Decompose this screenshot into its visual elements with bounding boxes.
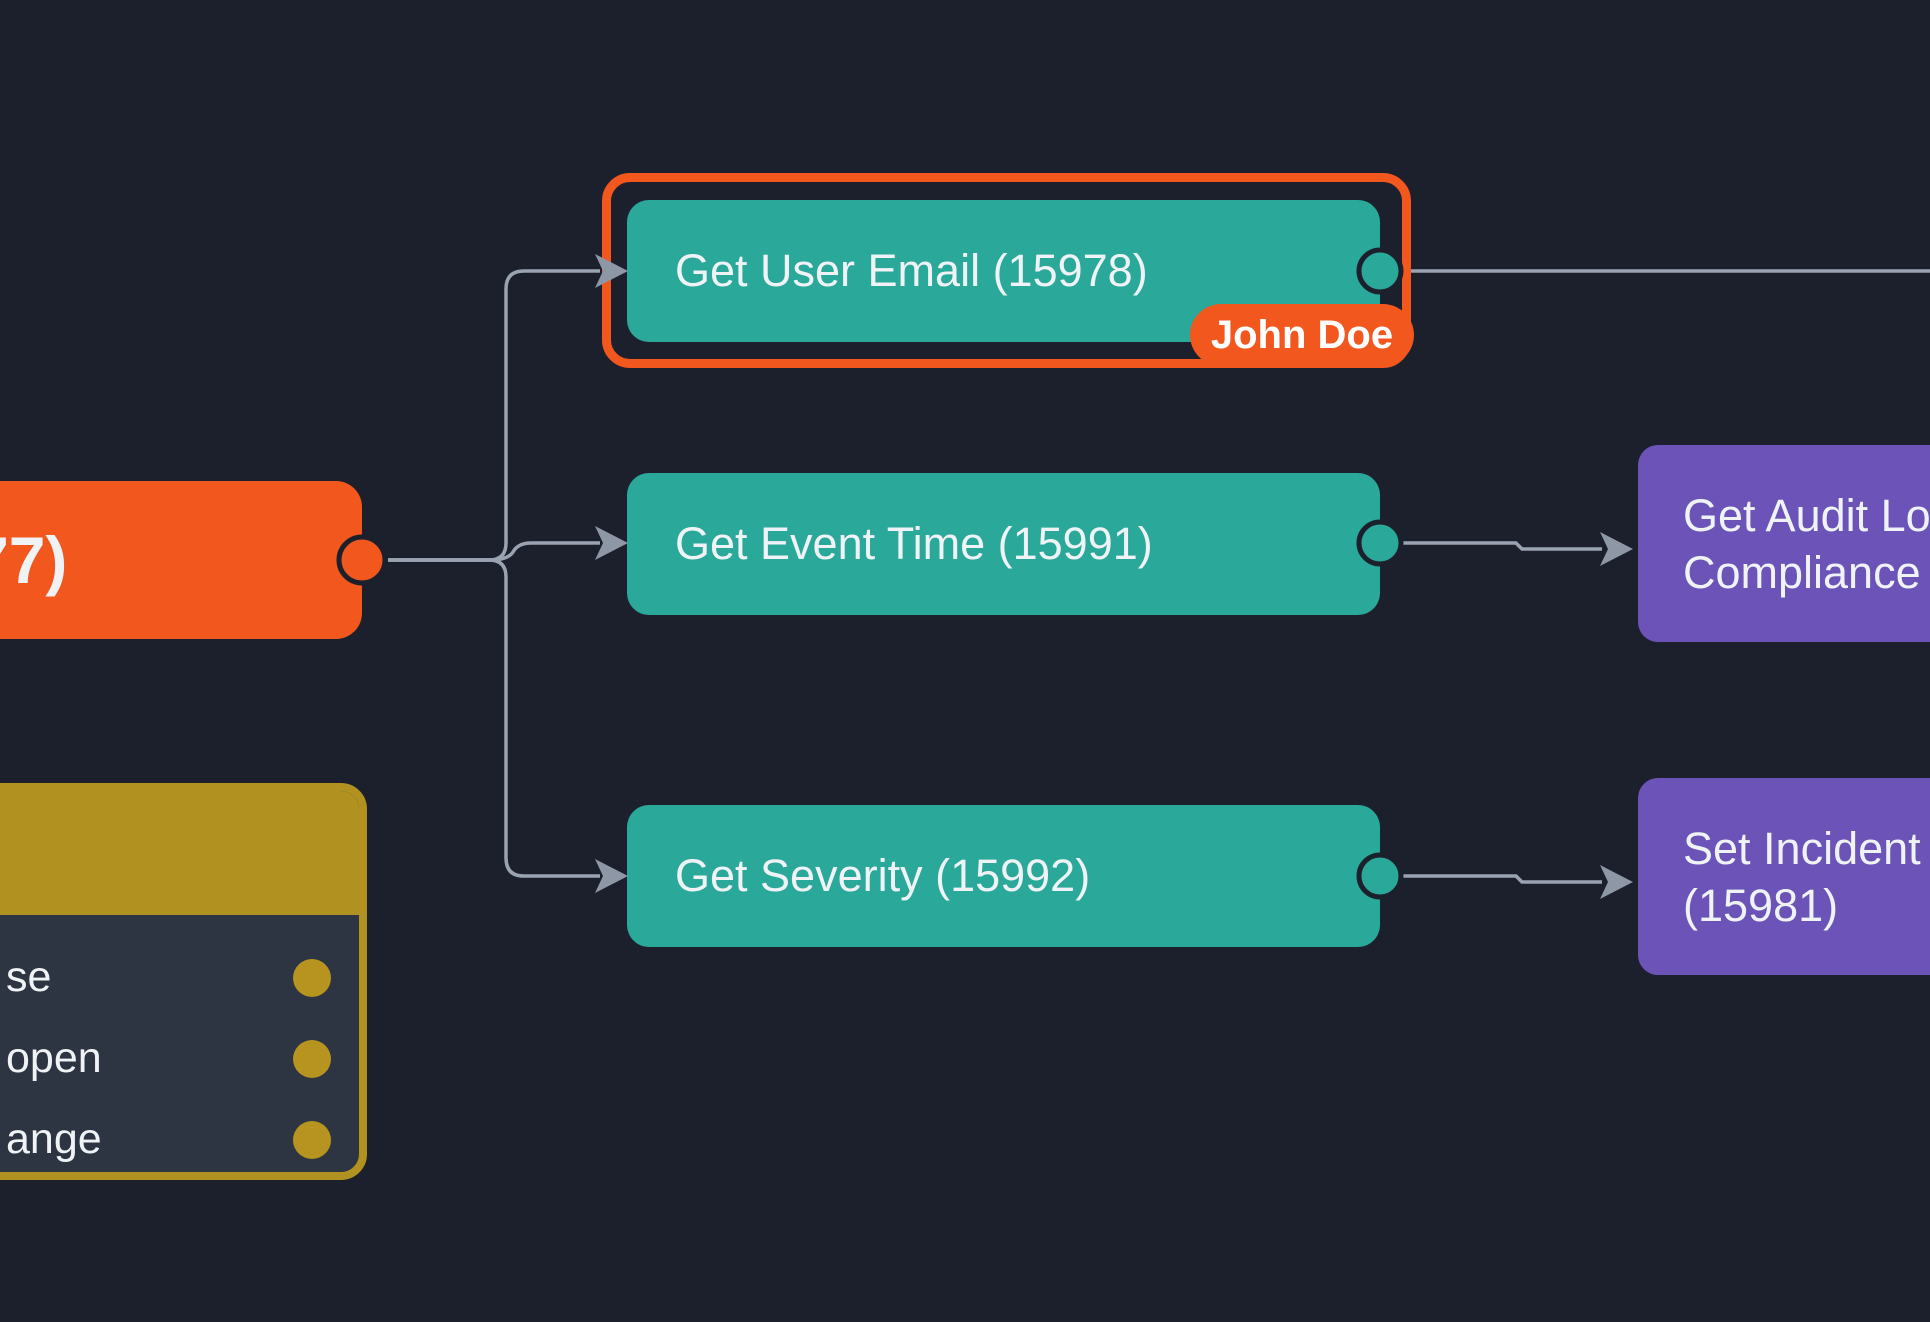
switch-branch-label: se [6, 953, 52, 1001]
node-get-audit-log[interactable]: Get Audit Lo Compliance [1638, 445, 1930, 642]
arrowhead-into-get-event-time [595, 526, 628, 560]
node-get-audit-log-label-line1: Get Audit Lo [1683, 489, 1930, 541]
switch-header [0, 791, 359, 915]
node-trigger[interactable]: 77) [0, 481, 362, 639]
edge-get-event-time-to-get-audit-log [1380, 541, 1602, 551]
node-get-event-time[interactable]: Get Event Time (15991) [627, 473, 1380, 615]
node-get-event-time-label: Get Event Time (15991) [675, 518, 1153, 569]
branch-output-port[interactable] [293, 1039, 331, 1078]
edge-trigger-to-get-event-time [388, 541, 600, 562]
switch-branch-row: se [0, 937, 359, 1018]
arrowhead-into-set-incident [1600, 865, 1633, 899]
edge-trigger-to-get-user-email [388, 269, 600, 562]
node-set-incident[interactable]: Set Incident (15981) [1638, 778, 1930, 975]
assignee-badge: John Doe [1190, 304, 1414, 366]
node-get-user-email[interactable]: Get User Email (15978) [627, 200, 1380, 342]
node-trigger-label: 77) [0, 523, 68, 597]
switch-branch-row: open [0, 1018, 359, 1099]
arrowhead-into-get-severity [595, 859, 628, 893]
branch-output-port[interactable] [293, 958, 331, 997]
arrowhead-into-get-user-email [595, 254, 628, 288]
switch-branch-list: se open ange [0, 937, 359, 1172]
switch-branch-label: ange [6, 1115, 102, 1163]
node-switch[interactable]: se open ange [0, 783, 367, 1180]
node-get-user-email-label: Get User Email (15978) [675, 245, 1148, 296]
edge-get-severity-to-set-incident [1380, 874, 1602, 884]
node-set-incident-label-line1: Set Incident [1683, 822, 1921, 874]
switch-branch-row: ange [0, 1099, 359, 1172]
edge-trigger-to-get-severity [388, 558, 600, 878]
assignee-badge-label: John Doe [1210, 312, 1394, 357]
arrowhead-into-get-audit-log [1600, 532, 1633, 566]
node-set-incident-label-line2: (15981) [1683, 879, 1839, 931]
branch-output-port[interactable] [293, 1120, 331, 1159]
node-get-audit-log-label-line2: Compliance [1683, 546, 1921, 598]
node-get-severity[interactable]: Get Severity (15992) [627, 805, 1380, 947]
switch-branch-label: open [6, 1034, 102, 1082]
node-get-severity-label: Get Severity (15992) [675, 850, 1091, 901]
